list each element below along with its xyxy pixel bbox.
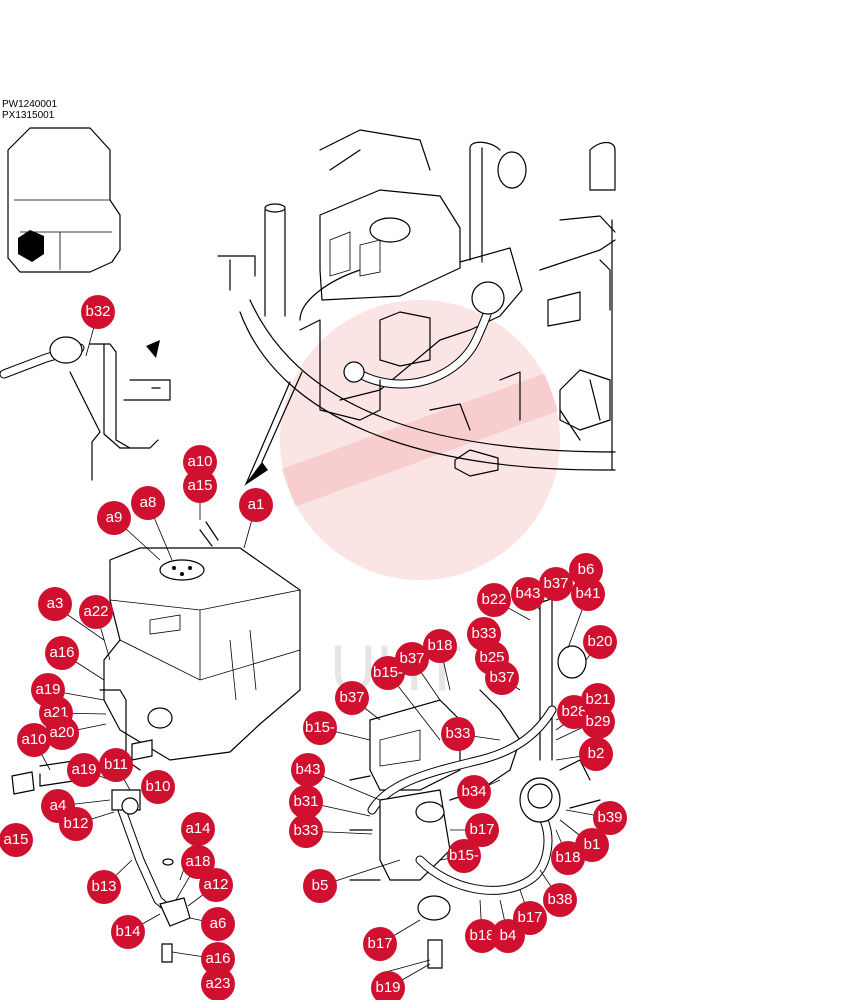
hose-assembly-lower bbox=[349, 587, 601, 969]
callout-a19-lower[interactable]: a19 bbox=[67, 753, 101, 787]
callout-b37[interactable]: b37 bbox=[539, 567, 573, 601]
callout-b38[interactable]: b38 bbox=[543, 883, 577, 917]
callout-b10[interactable]: b10 bbox=[141, 770, 175, 804]
callout-b37-right[interactable]: b37 bbox=[485, 661, 519, 695]
callout-b37-left[interactable]: b37 bbox=[335, 681, 369, 715]
callout-b15-lower[interactable]: b15- bbox=[447, 839, 481, 873]
cab-thumbnail bbox=[7, 127, 121, 273]
callout-a15-left[interactable]: a15 bbox=[0, 823, 33, 857]
callout-b22[interactable]: b22 bbox=[477, 583, 511, 617]
callout-b43[interactable]: b43 bbox=[511, 577, 545, 611]
serial-codes: PW1240001 PX1315001 bbox=[2, 99, 57, 121]
callout-b11[interactable]: b11 bbox=[99, 748, 133, 782]
callout-a14[interactable]: a14 bbox=[181, 812, 215, 846]
callout-b13[interactable]: b13 bbox=[87, 870, 121, 904]
callout-b41[interactable]: b41 bbox=[571, 577, 605, 611]
callout-b19[interactable]: b19 bbox=[371, 971, 405, 1000]
machine-frame-overview bbox=[217, 129, 616, 477]
callout-b34[interactable]: b34 bbox=[457, 775, 491, 809]
callout-b17-lower[interactable]: b17 bbox=[363, 927, 397, 961]
callout-b15-upper[interactable]: b15- bbox=[371, 656, 405, 690]
callout-a22[interactable]: a22 bbox=[79, 595, 113, 629]
callout-b18[interactable]: b18 bbox=[423, 629, 457, 663]
callout-b29[interactable]: b29 bbox=[581, 705, 615, 739]
callout-b31[interactable]: b31 bbox=[289, 785, 323, 819]
callout-b32[interactable]: b32 bbox=[81, 295, 115, 329]
callout-b2[interactable]: b2 bbox=[579, 737, 613, 771]
callout-b20[interactable]: b20 bbox=[583, 625, 617, 659]
callout-b17-right[interactable]: b17 bbox=[513, 901, 547, 935]
callout-a8[interactable]: a8 bbox=[131, 486, 165, 520]
callout-a12[interactable]: a12 bbox=[199, 868, 233, 902]
callout-a6[interactable]: a6 bbox=[201, 907, 235, 941]
callout-b33-left[interactable]: b33 bbox=[289, 814, 323, 848]
callout-b4[interactable]: b4 bbox=[491, 919, 525, 953]
callout-a10-left[interactable]: a10 bbox=[17, 723, 51, 757]
callout-b12[interactable]: b12 bbox=[59, 807, 93, 841]
drain-hose bbox=[11, 689, 191, 963]
callout-a3[interactable]: a3 bbox=[38, 587, 72, 621]
fuel-tank bbox=[103, 521, 301, 761]
callout-b5[interactable]: b5 bbox=[303, 869, 337, 903]
hose-detail-upper bbox=[0, 336, 171, 481]
callout-b18-right[interactable]: b18 bbox=[551, 841, 585, 875]
callout-b15-left[interactable]: b15- bbox=[303, 711, 337, 745]
leader-arrow bbox=[244, 371, 303, 486]
callout-a16[interactable]: a16 bbox=[45, 636, 79, 670]
callout-b43-left[interactable]: b43 bbox=[291, 753, 325, 787]
callout-a1[interactable]: a1 bbox=[239, 488, 273, 522]
callout-a23[interactable]: a23 bbox=[201, 967, 235, 1000]
serial-code-1: PW1240001 bbox=[2, 99, 58, 110]
callout-a15[interactable]: a15 bbox=[183, 469, 217, 503]
callout-b14[interactable]: b14 bbox=[111, 915, 145, 949]
serial-code-2: PX1315001 bbox=[2, 110, 55, 121]
callout-a9[interactable]: a9 bbox=[97, 501, 131, 535]
callout-a20[interactable]: a20 bbox=[45, 716, 79, 750]
callout-b33-mid[interactable]: b33 bbox=[441, 717, 475, 751]
